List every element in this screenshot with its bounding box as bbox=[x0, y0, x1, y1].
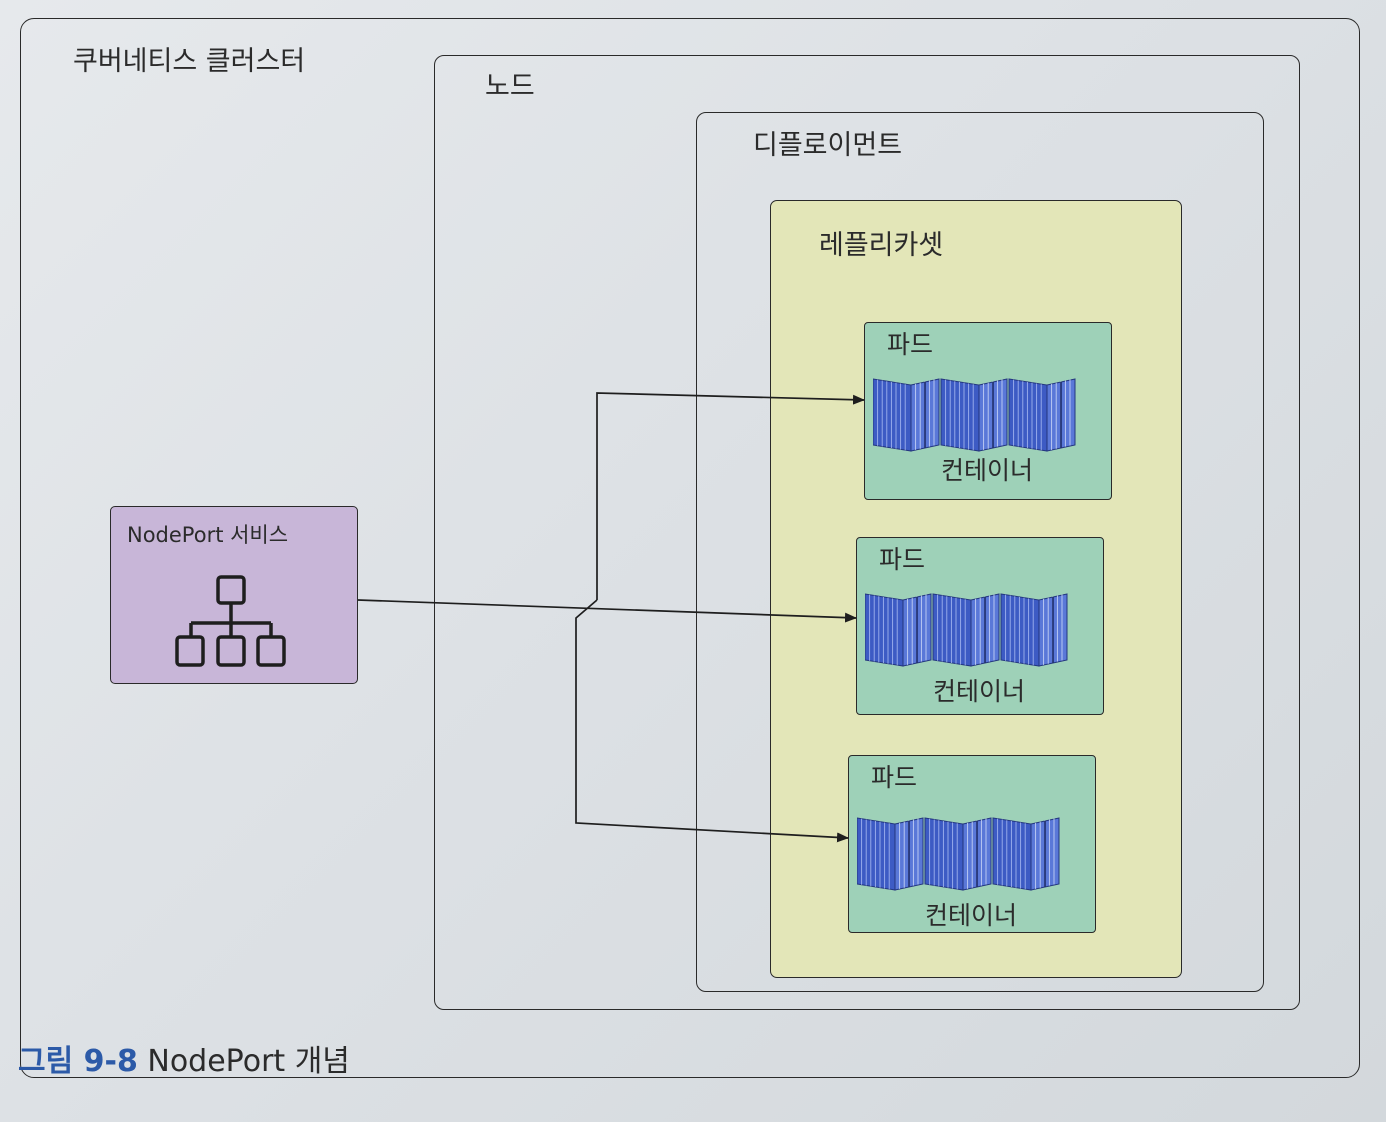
shipping-container-icon bbox=[940, 378, 1008, 452]
pod-label: 파드 bbox=[871, 763, 918, 792]
figure-title: NodePort 개념 bbox=[147, 1044, 350, 1079]
shipping-container-icon bbox=[1000, 593, 1068, 667]
shipping-container-icon bbox=[932, 593, 1000, 667]
figure-caption: 그림 9-8 NodePort 개념 bbox=[18, 1036, 350, 1080]
cluster-label: 쿠버네티스 클러스터 bbox=[73, 46, 306, 77]
service-label: NodePort 서비스 bbox=[127, 523, 289, 547]
container-label: 컨테이너 bbox=[941, 456, 1034, 485]
pod-box: 파드 컨테이너 bbox=[864, 322, 1112, 500]
container-icons bbox=[865, 593, 1068, 667]
node-box: 노드 bbox=[434, 55, 1300, 1010]
container-icons bbox=[873, 378, 1076, 452]
pod-box: 파드 컨테이너 bbox=[848, 755, 1096, 933]
container-icons bbox=[857, 817, 1060, 891]
container-icon bbox=[873, 378, 1076, 452]
shipping-container-icon bbox=[992, 817, 1060, 891]
network-hierarchy-icon bbox=[175, 575, 286, 667]
container-icon bbox=[857, 817, 1060, 891]
pod-box: 파드 컨테이너 bbox=[856, 537, 1104, 715]
shipping-container-icon bbox=[873, 378, 940, 452]
deployment-label: 디플로이먼트 bbox=[753, 130, 903, 161]
node-label: 노드 bbox=[485, 71, 535, 102]
container-label: 컨테이너 bbox=[925, 901, 1018, 930]
shipping-container-icon bbox=[857, 817, 924, 891]
container-label: 컨테이너 bbox=[933, 677, 1026, 706]
shipping-container-icon bbox=[1008, 378, 1076, 452]
container-icon bbox=[865, 593, 1068, 667]
cluster-box: 쿠버네티스 클러스터 bbox=[20, 18, 1360, 1078]
pod-label: 파드 bbox=[879, 545, 926, 574]
pod-label: 파드 bbox=[887, 330, 934, 359]
nodeport-service-box: NodePort 서비스 bbox=[110, 506, 358, 684]
shipping-container-icon bbox=[865, 593, 932, 667]
figure-number: 그림 9-8 bbox=[18, 1044, 138, 1079]
replicaset-label: 레플리카셋 bbox=[819, 230, 944, 261]
shipping-container-icon bbox=[924, 817, 992, 891]
